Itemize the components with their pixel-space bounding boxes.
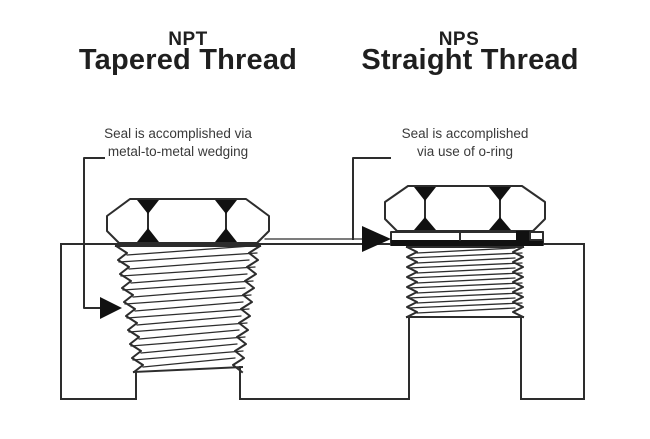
npt-plug: [83, 157, 270, 374]
nps-oring-washer: [390, 231, 544, 246]
npt-leader-line: [83, 157, 122, 319]
npt-code-label: NPT: [168, 29, 208, 50]
nps-title: Straight Thread: [361, 44, 579, 76]
nps-annotation: Seal is accomplished via use of o-ring: [350, 125, 580, 161]
npt-annotation-line2: metal-to-metal wedging: [107, 144, 249, 159]
npt-hex-head: [106, 198, 270, 244]
nps-hex-head: [384, 185, 546, 232]
block-outline: [60, 243, 585, 400]
npt-tapered-threads: [114, 244, 262, 374]
nps-leader-line: [264, 157, 391, 252]
nps-annotation-line1: Seal is accomplished: [401, 126, 529, 141]
nps-code-label: NPS: [438, 29, 480, 50]
nps-arrowhead-icon: [362, 226, 391, 252]
nps-annotation-line2: via use of o-ring: [416, 144, 514, 159]
nps-plug: [264, 157, 546, 319]
npt-arrowhead-icon: [100, 297, 122, 319]
npt-annotation: Seal is accomplished via metal-to-metal …: [63, 125, 293, 161]
oring-cross-section: [516, 231, 530, 246]
npt-title: Tapered Thread: [78, 44, 298, 76]
nps-straight-threads: [405, 245, 525, 319]
npt-annotation-line1: Seal is accomplished via: [104, 126, 252, 141]
